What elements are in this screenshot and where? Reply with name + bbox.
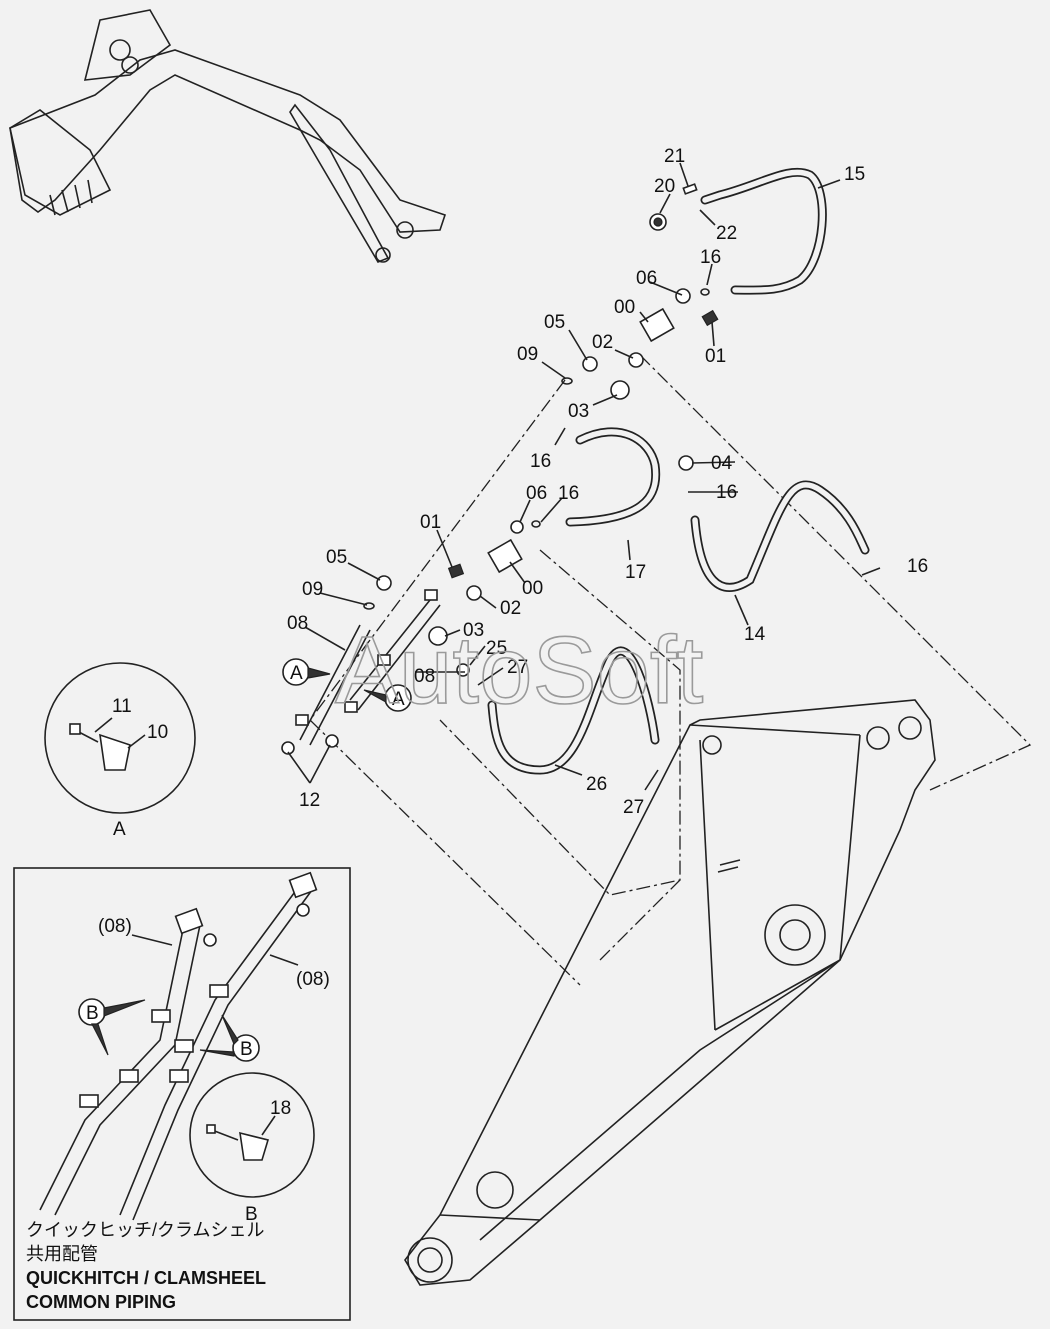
part-label: 08	[414, 666, 435, 687]
part-label: 04	[711, 453, 733, 474]
boom-structure	[404, 699, 936, 1286]
part-label: 21	[664, 146, 685, 167]
part-label: 09	[517, 344, 538, 365]
part-label: 06	[526, 483, 547, 504]
part-label: 01	[420, 512, 441, 533]
part-label: (08)	[98, 916, 132, 937]
part-label: 26	[586, 774, 607, 795]
part-label: 01	[705, 346, 726, 367]
part-label: (08)	[296, 969, 330, 990]
part-label: 12	[299, 790, 320, 811]
part-label: 11	[112, 696, 132, 717]
part-label: 09	[302, 579, 323, 600]
inset-caption-jp-1: クイックヒッチ/クラムシェル	[26, 1220, 265, 1240]
part-label: 00	[614, 297, 635, 318]
leader-lines	[287, 162, 881, 791]
part-label: 15	[844, 164, 865, 185]
part-label: 02	[500, 598, 521, 619]
part-label: 25	[486, 638, 507, 659]
part-label: 06	[636, 268, 657, 289]
part-label: 16	[530, 451, 551, 472]
part-label: 16	[700, 247, 721, 268]
part-label: 27	[507, 657, 528, 678]
part-label: 17	[625, 562, 646, 583]
detail-a: 11 10 A	[44, 662, 196, 840]
callout-b-label: B	[240, 1039, 253, 1060]
part-label: 22	[716, 223, 737, 244]
detail-a-label: A	[113, 819, 126, 840]
part-label: 27	[623, 797, 644, 818]
part-label: 14	[744, 624, 766, 645]
inset-quickhitch: B B (08) (08) 18 B	[13, 867, 351, 1321]
part-label: 05	[326, 547, 347, 568]
callout-a-left: A	[282, 658, 331, 686]
part-label: 16	[907, 556, 928, 577]
fittings	[363, 183, 719, 677]
part-label: 03	[463, 620, 484, 641]
part-labels: 21 20 22 15 16 06 00 01 05 02 09 03 16 0…	[287, 146, 928, 818]
part-label: 16	[716, 482, 737, 503]
part-label: 05	[544, 312, 565, 333]
callout-a-label: A	[290, 663, 303, 684]
detail-b-label: B	[245, 1204, 258, 1225]
part-label: 10	[147, 722, 168, 743]
callout-b-label: B	[86, 1003, 99, 1024]
part-label: 20	[654, 176, 675, 197]
callout-a-right: A	[363, 684, 412, 712]
callout-a-label: A	[392, 689, 405, 710]
inset-caption-jp-2: 共用配管	[26, 1244, 98, 1264]
inset-caption-en-2: COMMON PIPING	[26, 1292, 177, 1312]
hoses	[487, 167, 870, 775]
excavator-overview-illustration	[9, 9, 447, 263]
part-label: 18	[270, 1098, 291, 1119]
part-label: 00	[522, 578, 543, 599]
part-label: 08	[287, 613, 308, 634]
watermark: AutoSoft	[335, 617, 703, 724]
part-label: 03	[568, 401, 589, 422]
part-label: 16	[558, 483, 579, 504]
pipe-assembly	[281, 589, 441, 755]
inset-caption-en-1: QUICKHITCH / CLAMSHEEL	[26, 1268, 266, 1288]
part-label: 02	[592, 332, 613, 353]
